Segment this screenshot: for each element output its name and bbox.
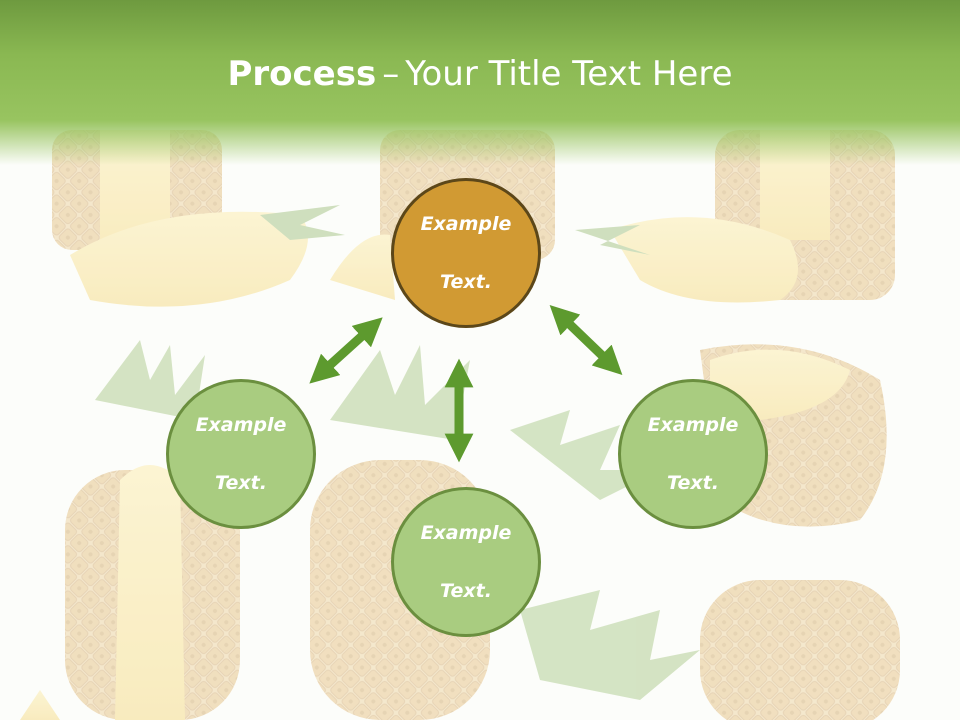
- arrow-top-right: [549, 305, 623, 375]
- node-left-line2: Text.: [215, 471, 267, 494]
- title-separator: –: [382, 54, 400, 94]
- node-bottom-line1: Example: [420, 521, 512, 544]
- node-left-line1: Example: [195, 413, 287, 436]
- node-top-line2: Text.: [440, 270, 492, 293]
- title-bar: [0, 0, 960, 165]
- node-bottom-line2: Text.: [440, 579, 492, 602]
- node-right-line2: Text.: [667, 471, 719, 494]
- arrow-top-left: [309, 317, 383, 384]
- node-top-line1: Example: [420, 212, 512, 235]
- title-bold-word: Process: [227, 54, 377, 94]
- title-text: Your Title Text Here: [405, 54, 733, 94]
- node-right-line1: Example: [647, 413, 739, 436]
- slide-title[interactable]: Process–Your Title Text Here: [0, 52, 960, 96]
